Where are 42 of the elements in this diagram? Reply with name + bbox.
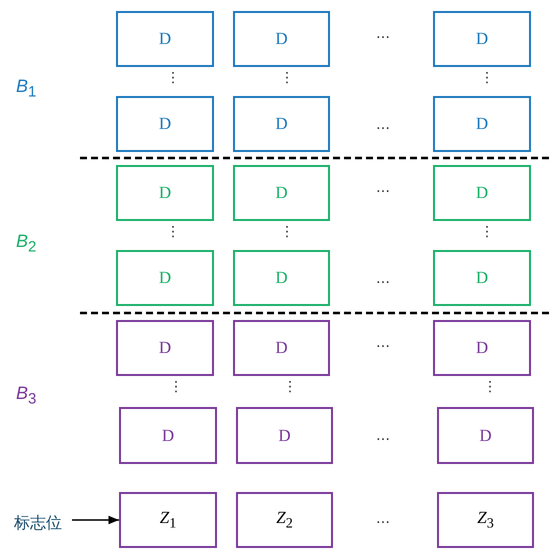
data-box: D — [433, 250, 531, 306]
data-box: D — [116, 96, 214, 152]
data-box: Z$_{1}$ — [119, 492, 217, 548]
flag-label: 标志位 — [6, 512, 70, 534]
block-label: B$_{1}$ — [16, 77, 36, 100]
data-box: D — [233, 96, 330, 152]
data-box: D — [116, 250, 214, 306]
vertical-ellipsis: ⋮ — [280, 71, 294, 85]
data-box: D — [233, 165, 330, 221]
data-box: D — [119, 407, 217, 464]
data-box: D — [433, 165, 531, 221]
vertical-ellipsis: ⋮ — [480, 71, 494, 85]
data-box: D — [116, 11, 214, 67]
ellipsis: … — [376, 429, 390, 443]
data-box: D — [116, 320, 214, 376]
data-box: D — [433, 96, 531, 152]
data-box: D — [433, 320, 531, 376]
data-box: D — [116, 165, 214, 221]
data-box: Z$_{2}$ — [236, 492, 333, 548]
ellipsis: … — [376, 512, 390, 526]
data-box: D — [236, 407, 333, 464]
vertical-ellipsis: ⋮ — [280, 225, 294, 239]
data-box: Z$_{3}$ — [437, 492, 534, 548]
block-label: B$_{3}$ — [16, 384, 36, 407]
data-box: D — [233, 11, 330, 67]
ellipsis: … — [376, 336, 390, 350]
vertical-ellipsis: ⋮ — [283, 380, 297, 394]
vertical-ellipsis: ⋮ — [169, 380, 183, 394]
ellipsis: … — [376, 181, 390, 195]
data-box: D — [433, 11, 531, 67]
ellipsis: … — [376, 27, 390, 41]
data-box: D — [233, 250, 330, 306]
vertical-ellipsis: ⋮ — [483, 380, 497, 394]
ellipsis: … — [376, 118, 390, 132]
arrow — [72, 516, 119, 524]
data-box: D — [437, 407, 534, 464]
vertical-ellipsis: ⋮ — [480, 225, 494, 239]
ellipsis: … — [376, 272, 390, 286]
block-label: B$_{2}$ — [16, 232, 36, 255]
vertical-ellipsis: ⋮ — [166, 71, 180, 85]
vertical-ellipsis: ⋮ — [166, 225, 180, 239]
data-box: D — [233, 320, 330, 376]
